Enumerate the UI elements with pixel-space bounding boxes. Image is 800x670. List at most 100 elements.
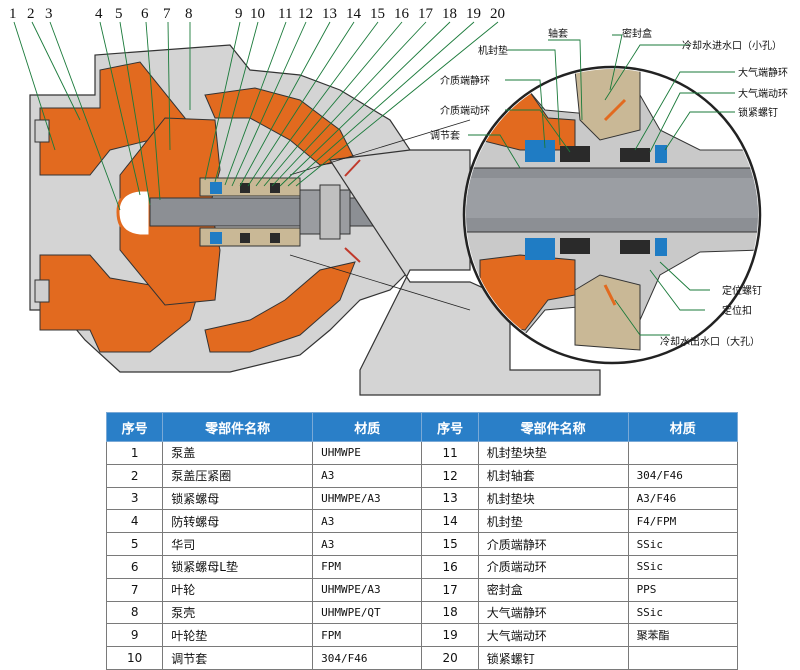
table-cell: 20 bbox=[421, 646, 479, 670]
table-cell: 17 bbox=[421, 577, 479, 602]
table-cell: 19 bbox=[421, 623, 479, 648]
table-cell: 机封垫块 bbox=[477, 486, 629, 511]
table-cell: 13 bbox=[421, 486, 479, 511]
callout-2: 2 bbox=[27, 6, 35, 22]
label-seal-gasket: 机封垫 bbox=[478, 44, 508, 57]
callout-15: 15 bbox=[370, 6, 385, 22]
table-cell: FPM bbox=[312, 554, 423, 579]
table-cell: 密封盒 bbox=[477, 577, 629, 602]
callout-13: 13 bbox=[322, 6, 337, 22]
callout-8: 8 bbox=[185, 6, 193, 22]
table-cell: 叶轮垫 bbox=[162, 623, 314, 648]
table-cell: 7 bbox=[105, 577, 164, 602]
table-cell: 华司 bbox=[162, 532, 314, 556]
table-cell: 泵盖 bbox=[162, 441, 314, 465]
table-cell: 2 bbox=[105, 463, 164, 488]
table-cell: 16 bbox=[421, 554, 479, 579]
table-cell: 大气端静环 bbox=[477, 600, 629, 625]
table-cell: 机封垫 bbox=[477, 509, 629, 534]
pump-body bbox=[29, 44, 411, 373]
table-cell: A3 bbox=[312, 532, 423, 556]
table-cell bbox=[627, 646, 739, 670]
table-cell: 15 bbox=[421, 532, 479, 556]
callout-14: 14 bbox=[346, 6, 362, 22]
label-cooling-in: 冷却水进水口（小孔） bbox=[682, 39, 782, 52]
table-cell: 泵盖压紧圈 bbox=[162, 463, 314, 488]
pump-cross-section-diagram: 1 2 3 4 5 6 7 8 9 10 11 12 13 14 15 16 1… bbox=[9, 6, 788, 396]
table-cell: 6 bbox=[105, 554, 164, 579]
table-cell: UHMWPE/QT bbox=[312, 600, 423, 625]
table-cell: 大气端动环 bbox=[477, 623, 629, 648]
label-locating-buckle: 定位扣 bbox=[722, 304, 752, 317]
label-cooling-out: 冷却水出水口（大孔） bbox=[660, 335, 760, 348]
table-cell: 聚苯酯 bbox=[627, 623, 739, 648]
table-cell: 304/F46 bbox=[627, 463, 739, 488]
header-name-right: 零部件名称 bbox=[477, 412, 629, 442]
table-cell: 8 bbox=[105, 600, 164, 625]
header-material-right: 材质 bbox=[627, 412, 739, 442]
table-cell: 10 bbox=[105, 646, 164, 670]
callout-12: 12 bbox=[298, 6, 313, 22]
table-cell: F4/FPM bbox=[627, 509, 739, 534]
table-cell: 锁紧螺钉 bbox=[477, 646, 629, 670]
header-material-left: 材质 bbox=[312, 412, 423, 442]
callout-16: 16 bbox=[394, 6, 410, 22]
table-cell: 3 bbox=[105, 486, 164, 511]
callout-9: 9 bbox=[235, 6, 243, 22]
table-cell: FPM bbox=[312, 623, 423, 648]
table-cell: 5 bbox=[105, 532, 164, 556]
callout-leaders bbox=[13, 21, 499, 211]
table-cell: 叶轮 bbox=[162, 577, 314, 602]
table-cell: UHMWPE bbox=[312, 441, 423, 465]
callout-18: 18 bbox=[442, 6, 457, 22]
table-cell: PPS bbox=[627, 577, 739, 602]
table-cell bbox=[627, 441, 739, 465]
table-cell: 9 bbox=[105, 623, 164, 648]
callout-17: 17 bbox=[418, 6, 434, 22]
table-header-row: 序号 零部件名称 材质 序号 零部件名称 材质 bbox=[105, 412, 739, 442]
label-atm-moving-ring: 大气端动环 bbox=[738, 87, 788, 100]
callout-5: 5 bbox=[115, 6, 123, 22]
table-cell: UHMWPE/A3 bbox=[312, 577, 423, 602]
table-cell: SSic bbox=[627, 600, 739, 625]
callout-1: 1 bbox=[9, 6, 17, 22]
callout-7: 7 bbox=[163, 6, 171, 22]
zoom-detail bbox=[289, 65, 762, 365]
callout-6: 6 bbox=[141, 6, 149, 22]
label-seal-box: 密封盒 bbox=[622, 27, 652, 40]
label-set-screw: 定位螺钉 bbox=[722, 284, 762, 297]
header-name-left: 零部件名称 bbox=[162, 412, 314, 442]
label-atm-static-ring: 大气端静环 bbox=[738, 66, 788, 79]
table-cell: 锁紧螺母L垫 bbox=[162, 554, 314, 579]
table-cell: 4 bbox=[105, 509, 164, 534]
table-cell: SSic bbox=[627, 532, 739, 556]
header-no-left: 序号 bbox=[105, 412, 164, 442]
callout-19: 19 bbox=[466, 6, 481, 22]
table-cell: 机封垫块垫 bbox=[477, 441, 629, 465]
table-cell: 介质端静环 bbox=[477, 532, 629, 556]
table-cell: 18 bbox=[421, 600, 479, 625]
callout-4: 4 bbox=[95, 6, 103, 22]
table-cell: A3/F46 bbox=[627, 486, 739, 511]
table-cell: UHMWPE/A3 bbox=[312, 486, 423, 511]
zoom-labels: 机封垫 轴套 密封盒 冷却水进水口（小孔） 介质端静环 大气端静环 介质端动环 … bbox=[430, 27, 788, 348]
table-cell: 锁紧螺母 bbox=[162, 486, 314, 511]
table-cell: 介质端动环 bbox=[477, 554, 629, 579]
table-cell: 304/F46 bbox=[312, 646, 423, 670]
table-cell: 机封轴套 bbox=[477, 463, 629, 488]
callout-20: 20 bbox=[490, 6, 505, 22]
label-shaft-sleeve: 轴套 bbox=[548, 27, 568, 40]
label-medium-moving-ring: 介质端动环 bbox=[440, 104, 490, 117]
table-cell: A3 bbox=[312, 509, 423, 534]
callout-11: 11 bbox=[278, 6, 292, 22]
